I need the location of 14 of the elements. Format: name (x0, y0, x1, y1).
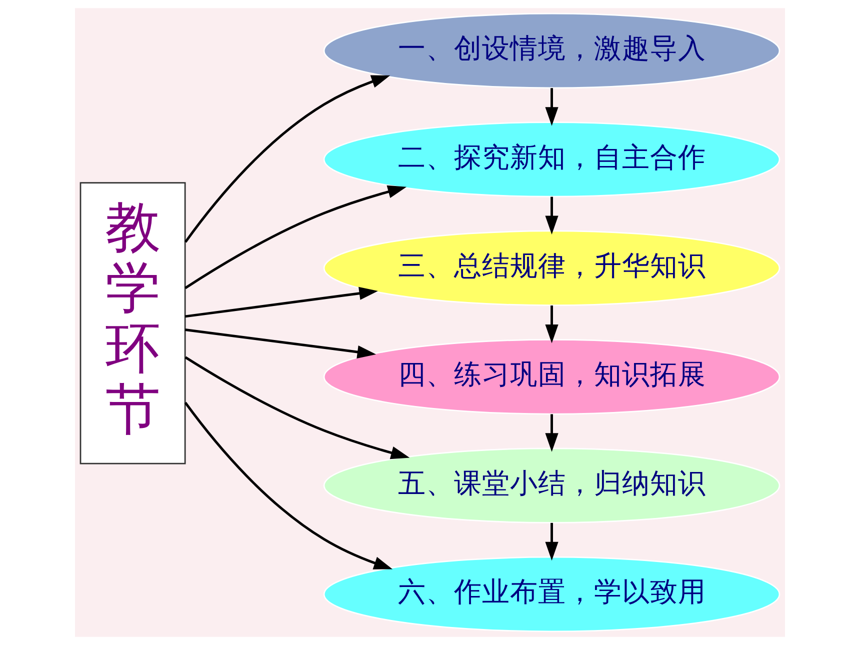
node-ellipse: 三、总结规律，升华知识 (323, 230, 780, 306)
arrow (185, 286, 378, 318)
arrow (545, 414, 558, 452)
arrow (545, 88, 558, 126)
arrow (184, 75, 390, 243)
node-ellipse: 四、练习巩固，知识拓展 (323, 339, 780, 415)
arrow (184, 356, 410, 460)
arrow (184, 185, 407, 290)
arrow (545, 306, 558, 344)
arrow (545, 196, 558, 235)
arrow (184, 402, 393, 570)
arrow (185, 328, 376, 358)
arrow (545, 522, 558, 561)
node-box: 教学环节 (80, 182, 186, 464)
